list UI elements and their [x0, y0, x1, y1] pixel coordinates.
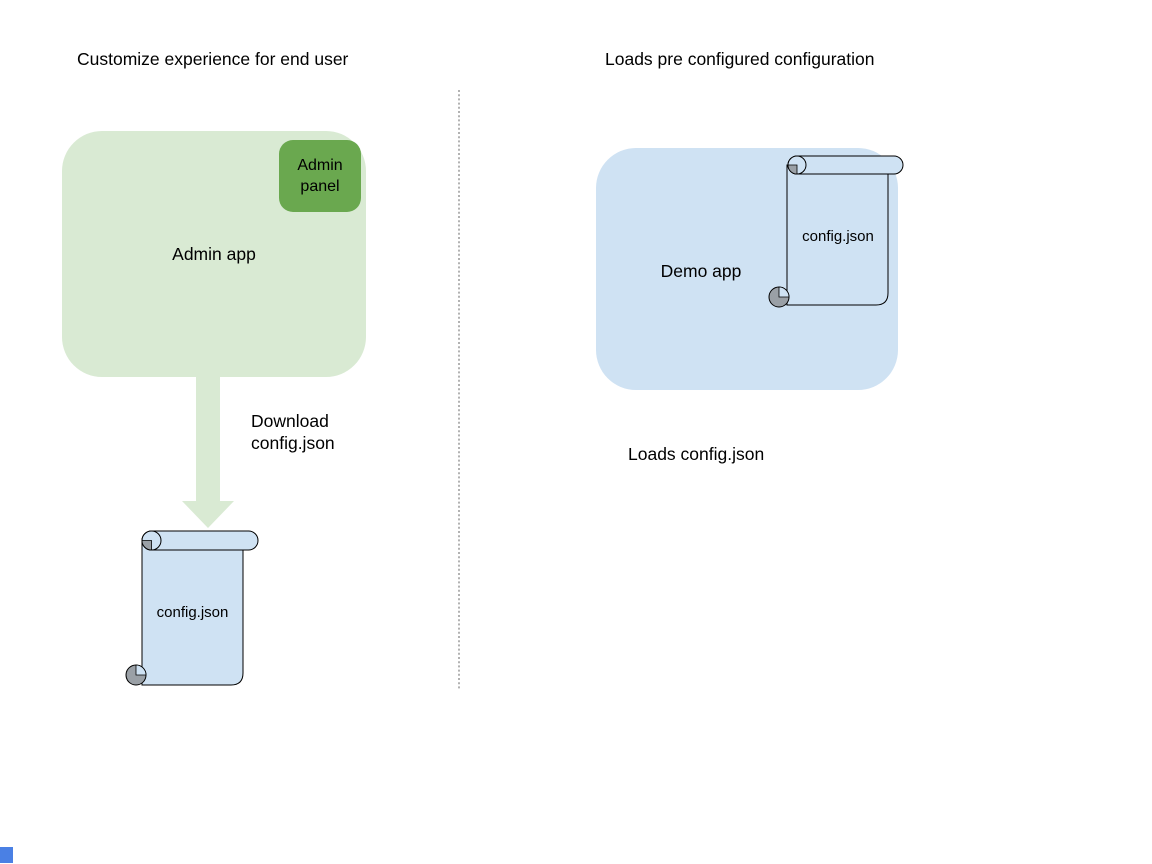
arrow-shape — [182, 377, 234, 528]
blue-marker-rect — [0, 847, 13, 863]
admin-app-label: Admin app — [172, 244, 256, 264]
config-json-label-right: config.json — [802, 228, 874, 245]
left-section-title: Customize experience for end user — [77, 49, 349, 69]
scroll-bottom-curl-notch — [778, 286, 790, 298]
scroll-body — [141, 539, 244, 686]
scroll-top-curl-shade — [787, 164, 798, 175]
scroll-body — [786, 164, 889, 306]
config-scroll-left — [125, 530, 259, 686]
download-config-label: Download config.json — [251, 411, 335, 453]
demo-app-label: Demo app — [660, 261, 742, 281]
loads-config-caption: Loads config.json — [628, 444, 765, 464]
blue-marker — [0, 847, 13, 863]
config-json-label-left: config.json — [156, 604, 229, 621]
scroll-top-curl-shade — [141, 540, 152, 551]
config-scroll-right — [768, 155, 904, 308]
right-section-title: Loads pre configured configuration — [605, 49, 875, 69]
scroll-bottom-curl-notch — [135, 664, 147, 676]
download-arrow-icon — [182, 377, 234, 528]
admin-panel-shape: Admin panel — [279, 140, 361, 212]
section-divider — [458, 90, 460, 690]
admin-panel-label: Admin panel — [297, 157, 343, 195]
